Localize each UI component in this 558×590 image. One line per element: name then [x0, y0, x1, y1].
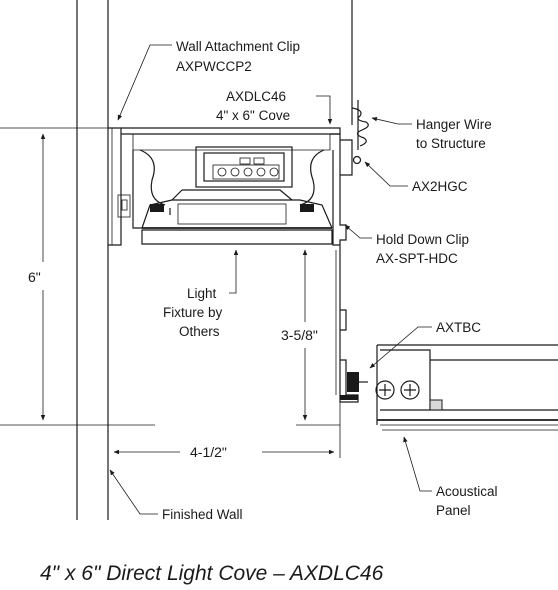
drawing-caption: 4" x 6" Direct Light Cove – AXDLC46 [40, 562, 384, 585]
light-fixture [141, 189, 333, 245]
tee-bar-connector [347, 344, 558, 425]
dimension-height [0, 127, 155, 426]
wall-clip-part-label: AXPWCCP2 [176, 59, 252, 74]
acoustical-panel [377, 359, 558, 431]
dimension-width [113, 402, 341, 458]
hanger-clip-label: AX2HGC [412, 179, 468, 194]
connector-block [195, 146, 293, 188]
dimension-depth [296, 249, 340, 426]
hold-down-part-label: AX-SPT-HDC [376, 251, 458, 266]
height-dimension-label: 6" [28, 269, 41, 285]
width-dimension-label: 4-1/2" [190, 444, 227, 460]
hanger-wire-label: Hanger Wire [416, 117, 492, 132]
fixture-label-1: Light [187, 286, 217, 301]
finished-wall [76, 0, 109, 520]
tbc-label: AXTBC [436, 320, 481, 335]
leaders [109, 44, 432, 515]
cove-part-label: AXDLC46 [226, 89, 286, 104]
fixture-label-3: Others [179, 324, 220, 339]
finished-wall-label: Finished Wall [162, 507, 243, 522]
panel-label-2: Panel [436, 503, 471, 518]
panel-label-1: Acoustical [436, 484, 498, 499]
fixture-label-2: Fixture by [163, 305, 223, 320]
cove-housing [108, 127, 362, 403]
wall-clip-label: Wall Attachment Clip [176, 39, 300, 54]
depth-dimension-label: 3-5/8" [281, 327, 318, 343]
hold-down-label: Hold Down Clip [376, 232, 469, 247]
hanger-wire [351, 0, 369, 150]
hanger-wire-label-2: to Structure [416, 136, 486, 151]
cove-size-label: 4" x 6" Cove [216, 108, 290, 123]
